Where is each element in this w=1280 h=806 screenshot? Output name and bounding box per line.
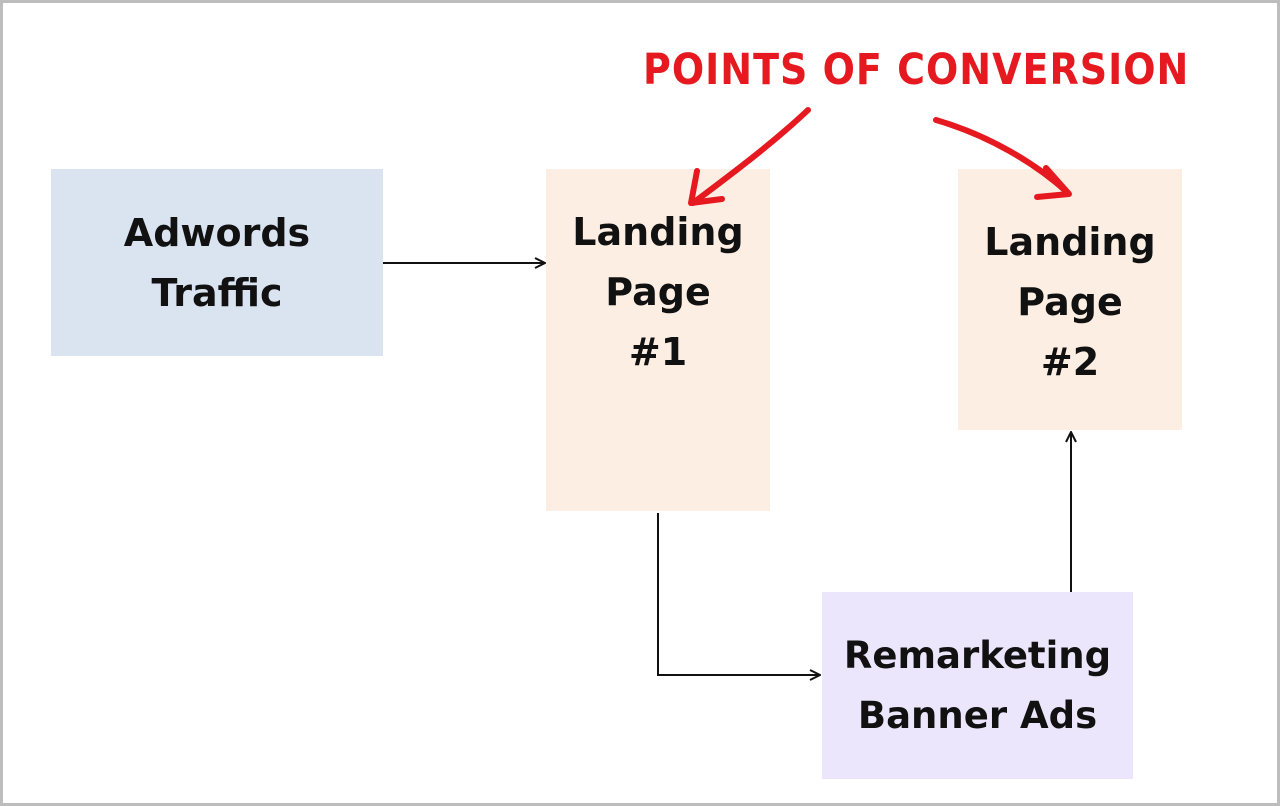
node-landing-page-1-line3: #1 <box>628 330 688 374</box>
node-adwords-traffic: Adwords Traffic <box>51 169 383 356</box>
node-adwords-traffic-line2: Traffic <box>151 270 283 315</box>
node-landing-page-2: Landing Page #2 <box>958 169 1182 430</box>
node-landing-page-1-line2: Page <box>605 270 711 314</box>
node-remarketing-banner-ads: Remarketing Banner Ads <box>822 592 1133 779</box>
node-landing-page-2-line3: #2 <box>1040 340 1100 384</box>
node-landing-page-1: Landing Page #1 <box>546 169 770 511</box>
node-remarketing-line1: Remarketing <box>843 633 1112 677</box>
arrow-landing-1-to-remarketing <box>657 513 820 675</box>
node-remarketing-line2: Banner Ads <box>857 693 1098 737</box>
node-landing-page-2-line1: Landing <box>984 220 1156 264</box>
node-adwords-traffic-line1: Adwords <box>123 210 311 255</box>
points-of-conversion-label: POINTS OF CONVERSION <box>643 45 1190 95</box>
node-landing-page-1-line1: Landing <box>572 210 744 254</box>
node-landing-page-2-line2: Page <box>1017 280 1123 324</box>
